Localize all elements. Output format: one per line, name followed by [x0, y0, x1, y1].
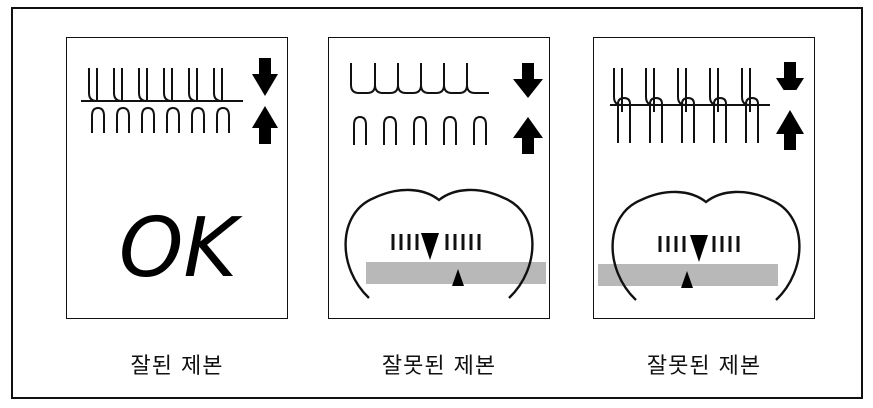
- ok-label: OK: [118, 201, 238, 296]
- lower-teeth: [617, 96, 759, 143]
- lower-pointer: [681, 271, 693, 288]
- dial-outline: [611, 190, 801, 301]
- panel-correct-binding: OK: [66, 37, 288, 319]
- panel-incorrect-binding-1: [328, 37, 550, 319]
- separated-teeth-figure: [344, 63, 546, 299]
- overlapping-teeth-figure: [598, 62, 804, 301]
- alignment-dial: [344, 188, 546, 299]
- lower-pointer: [452, 269, 464, 286]
- upper-teeth: [350, 63, 489, 94]
- caption-correct: 잘된 제본: [130, 354, 224, 379]
- arrows-separated: [513, 63, 543, 154]
- caption-incorrect-2: 잘못된 제본: [646, 354, 762, 379]
- scale-ticks: [658, 236, 740, 252]
- upper-teeth: [88, 68, 223, 102]
- scale-ticks: [391, 234, 481, 250]
- dial-outline: [344, 188, 534, 299]
- arrows-overlapping: [776, 62, 804, 150]
- upper-pointer: [690, 235, 708, 262]
- panel-incorrect-binding-2: [593, 37, 815, 319]
- lower-teeth: [353, 115, 487, 145]
- upper-teeth: [613, 68, 751, 112]
- offset-band: [366, 262, 546, 284]
- arrows-meeting: [252, 58, 278, 144]
- caption-incorrect-1: 잘못된 제본: [381, 354, 497, 379]
- aligned-teeth-figure: [81, 58, 278, 144]
- lower-teeth: [91, 106, 230, 133]
- alignment-dial: [598, 190, 801, 301]
- upper-pointer: [421, 233, 439, 260]
